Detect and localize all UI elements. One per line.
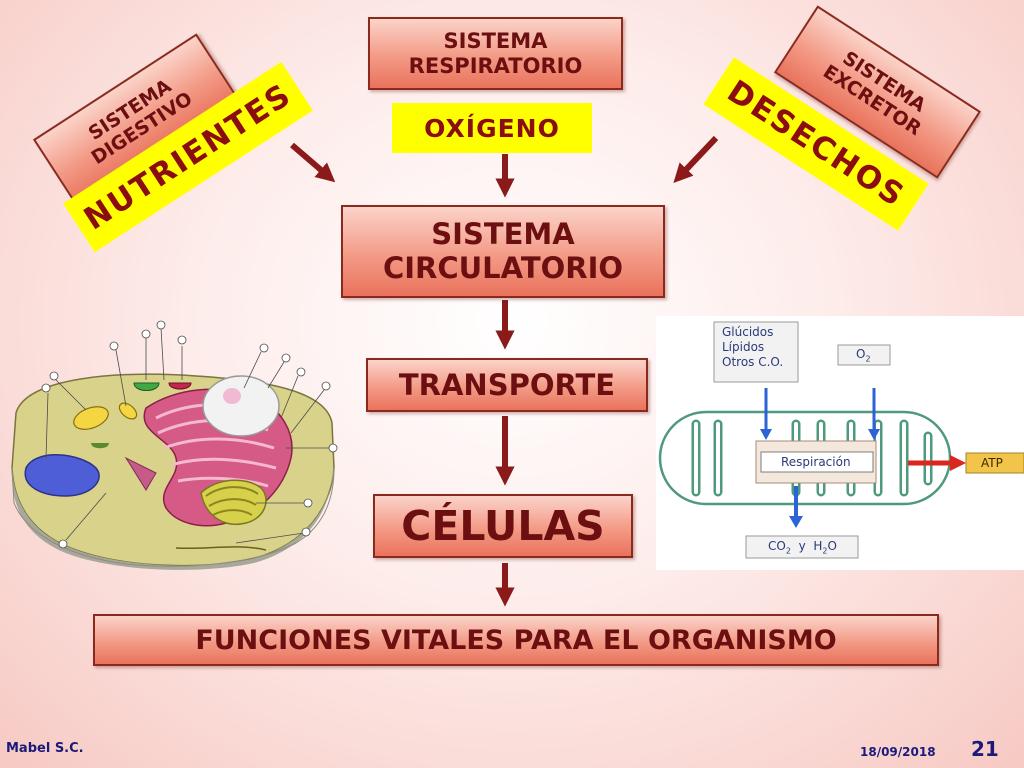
- arrow-desechos-to-circulatorio: [673, 135, 719, 183]
- cytoskeleton-fibre: [175, 546, 267, 551]
- cell-side: [11, 467, 335, 567]
- mitochondrion-a: [73, 406, 109, 430]
- footer-date: 18/09/2018: [860, 745, 936, 759]
- animal-cell-illustration: [11, 320, 338, 570]
- co2-base: CO: [768, 539, 786, 553]
- input-box: [713, 321, 799, 383]
- process-label-box: [760, 451, 874, 473]
- input-item: Glúcidos: [722, 325, 774, 339]
- box-line: CIRCULATORIO: [382, 250, 624, 285]
- box-line: SISTEMA: [431, 217, 575, 252]
- o2-label: O2: [856, 347, 871, 363]
- mitochondrion-b: [118, 402, 138, 420]
- box-sistema-circulatorio: SISTEMA CIRCULATORIO: [341, 205, 665, 298]
- box-celulas: CÉLULAS: [373, 494, 633, 558]
- o2-box: [837, 344, 891, 366]
- process-label: Respiración: [781, 455, 851, 469]
- arrow-nutrientes-to-circulatorio: [290, 142, 336, 183]
- products-label: CO2 y H2O: [768, 539, 837, 555]
- atp-label: ATP: [981, 456, 1003, 470]
- h2o-o: O: [827, 539, 837, 553]
- lysosome-vesicle: [24, 454, 100, 497]
- products-y: y: [798, 539, 806, 553]
- box-sistema-respiratorio: SISTEMA RESPIRATORIO: [368, 17, 623, 90]
- mitochondria-diagram: [658, 321, 1024, 559]
- box-line: RESPIRATORIO: [408, 53, 583, 78]
- input-item: Lípidos: [722, 340, 765, 354]
- box-line: SISTEMA: [443, 29, 548, 54]
- box-transporte: TRANSPORTE: [366, 358, 648, 412]
- footer-page-number: 21: [971, 737, 999, 761]
- box-funciones-vitales: FUNCIONES VITALES PARA EL ORGANISMO: [93, 614, 939, 666]
- products-box: [745, 535, 859, 559]
- mitochondria-respiration-panel: Glúcidos Lípidos Otros C.O. O2 Respiraci…: [656, 316, 1024, 570]
- ribosome-cap-a: [133, 382, 160, 391]
- vesicle-small: [91, 443, 109, 449]
- input-list: Glúcidos Lípidos Otros C.O.: [722, 325, 783, 370]
- nucleus: [202, 375, 280, 437]
- golgi-folds: [205, 486, 259, 516]
- h2o-h: H: [813, 539, 823, 553]
- input-item: Otros C.O.: [722, 355, 784, 369]
- o2-base: O: [856, 347, 866, 361]
- h2o-sub: 2: [822, 546, 828, 556]
- callout-lines: [41, 320, 338, 549]
- co2-sub: 2: [785, 546, 791, 556]
- centrioles: [124, 456, 157, 491]
- ribosome-cap-b: [168, 382, 192, 390]
- o2-sub: 2: [865, 354, 871, 364]
- nucleolus: [223, 388, 241, 404]
- footer-author: Mabel S.C.: [6, 741, 84, 756]
- tag-oxigeno: OXÍGENO: [392, 103, 592, 153]
